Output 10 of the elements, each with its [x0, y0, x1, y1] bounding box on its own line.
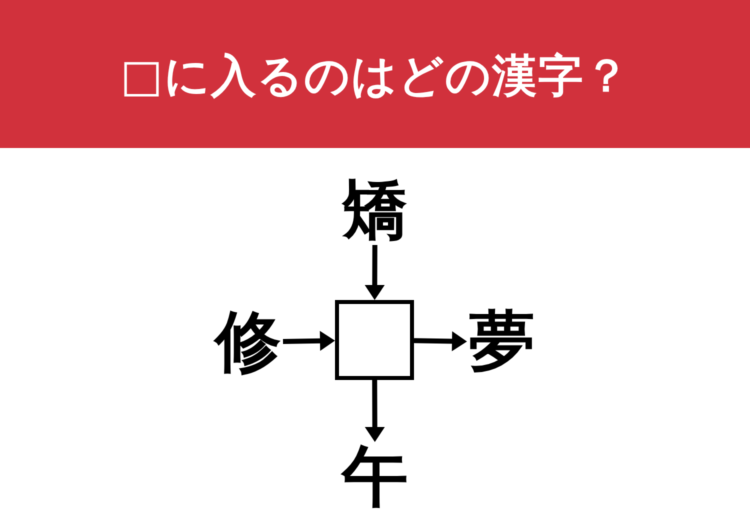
- arrow: [282, 330, 336, 351]
- kanji: 修: [213, 307, 283, 377]
- arrow: [364, 245, 385, 300]
- title: □に入るのはどの漢字？: [120, 50, 630, 102]
- answer-box: [335, 300, 414, 380]
- arrow: [364, 380, 385, 442]
- kanji: 夢: [467, 307, 537, 377]
- arrow: [414, 331, 468, 352]
- kanji: 午: [340, 442, 410, 512]
- kanji: 矯: [340, 175, 410, 245]
